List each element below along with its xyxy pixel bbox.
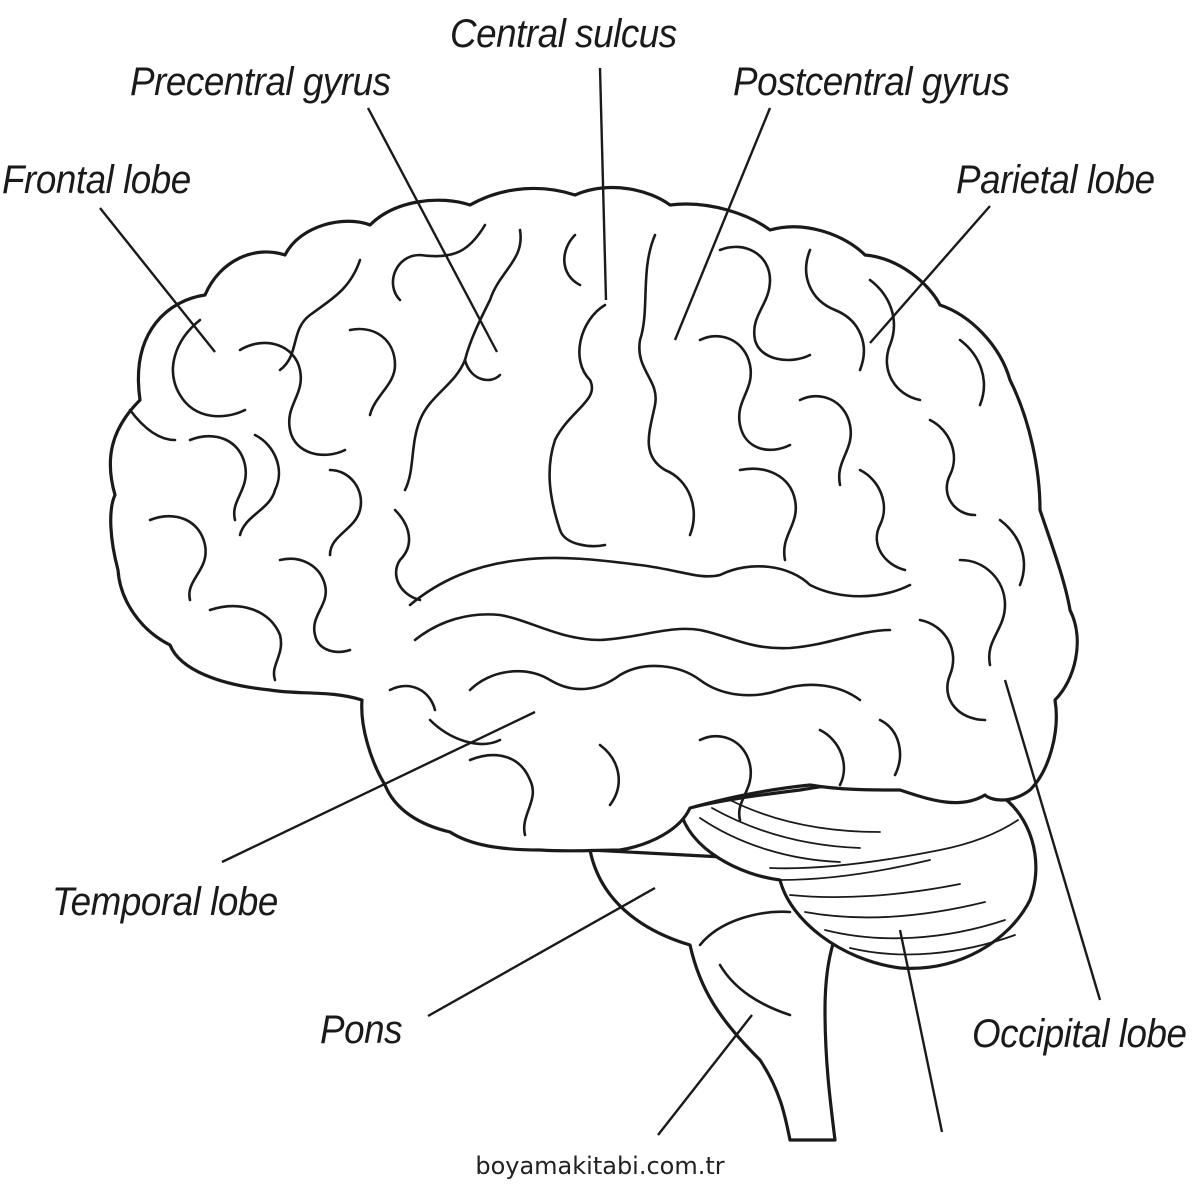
leader-temporal-lobe xyxy=(221,710,536,864)
label-parietal-lobe: Parietal lobe xyxy=(956,158,1155,202)
label-central-sulcus: Central sulcus xyxy=(450,12,677,56)
leader-frontal-lobe xyxy=(99,207,216,353)
leader-precentral-gyrus xyxy=(366,107,499,353)
cerebrum-folds xyxy=(128,223,1026,837)
leader-postcentral-gyrus xyxy=(673,107,772,341)
cerebrum-outline xyxy=(108,185,1079,853)
brain-stem xyxy=(588,848,862,1142)
footer-site-text: boyamakitabi.com.tr xyxy=(475,1152,725,1180)
label-occipital-lobe: Occipital lobe xyxy=(972,1012,1187,1056)
cerebellum-folia xyxy=(699,799,1019,956)
label-precentral-gyrus: Precentral gyrus xyxy=(130,60,391,104)
leader-occipital-lobe xyxy=(1003,679,1102,1001)
pons-fold xyxy=(698,910,792,1017)
label-temporal-lobe: Temporal lobe xyxy=(52,880,278,924)
leader-parietal-lobe xyxy=(869,205,991,344)
leader-central-sulcus xyxy=(598,67,608,301)
leader-cerebellum xyxy=(898,929,944,1133)
leader-medulla xyxy=(657,1014,753,1136)
label-pons: Pons xyxy=(320,1008,403,1052)
leader-lines xyxy=(99,67,1102,1136)
label-postcentral-gyrus: Postcentral gyrus xyxy=(733,60,1010,104)
label-frontal-lobe: Frontal lobe xyxy=(2,158,191,202)
leader-pons xyxy=(427,886,656,1018)
